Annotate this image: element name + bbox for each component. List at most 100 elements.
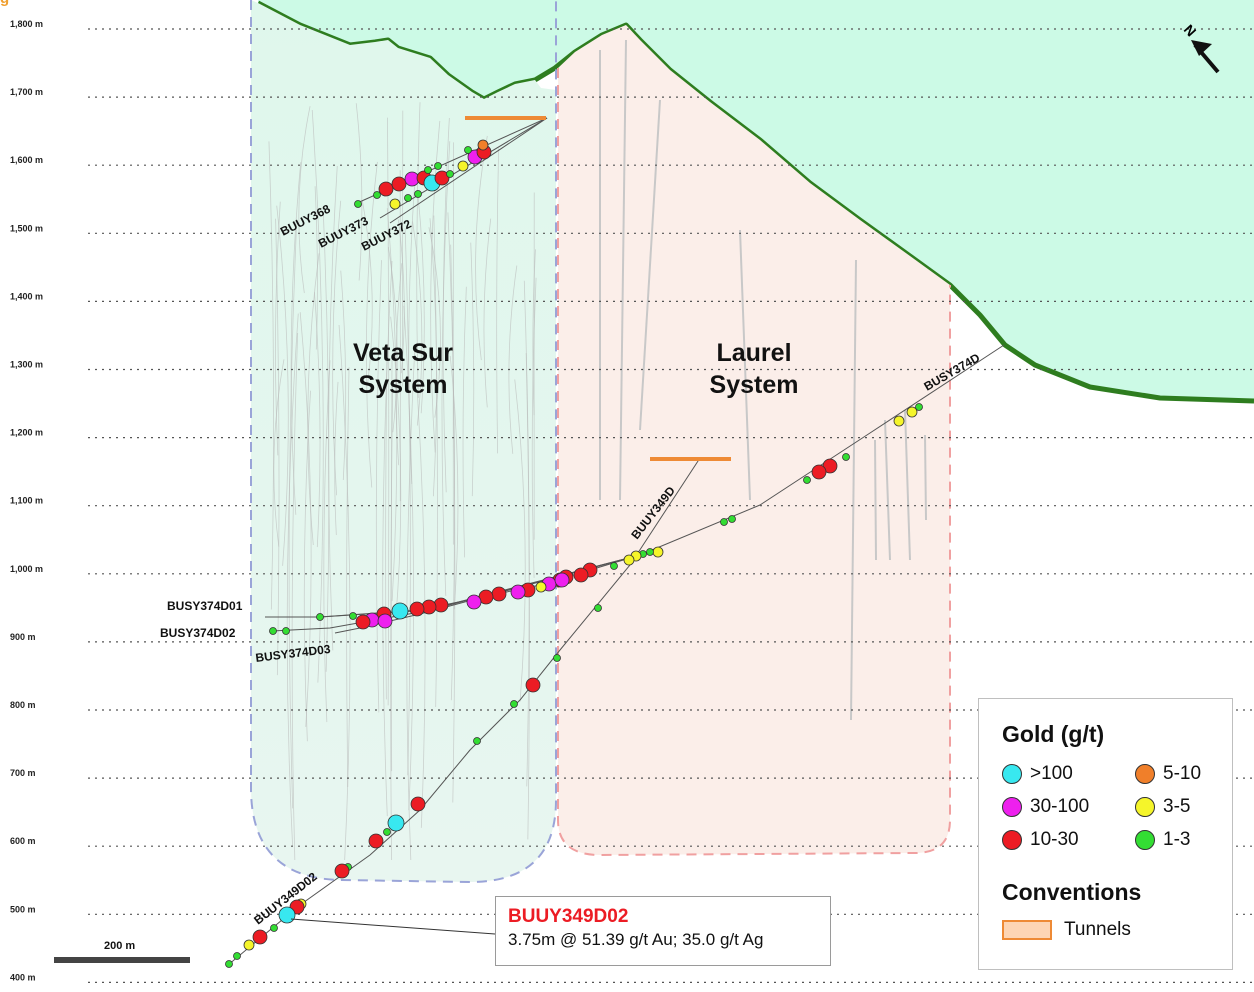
legend-label: 5-10 (1163, 763, 1201, 785)
assay-point (355, 201, 362, 208)
assay-point (271, 925, 278, 932)
legend-tunnels-label: Tunnels (1064, 919, 1131, 941)
legend-label: 10-30 (1030, 829, 1079, 851)
veta-sur-title-line1: Veta Sur (353, 339, 453, 367)
header-text: g (0, 0, 9, 7)
legend: Gold (g/t) >100 5-10 30-100 3-5 10-30 1-… (978, 698, 1233, 970)
elevation-label: 1,100 m (10, 496, 43, 506)
assay-point (435, 163, 442, 170)
scale-label: 200 m (104, 940, 135, 952)
scale-bar (54, 957, 190, 963)
elevation-label: 700 m (10, 768, 36, 778)
assay-point (721, 519, 728, 526)
hole-label-busy374d01: BUSY374D01 (167, 599, 243, 613)
legend-label: 30-100 (1030, 796, 1089, 818)
legend-gold-title: Gold (g/t) (1002, 721, 1104, 748)
assay-point (804, 477, 811, 484)
elevation-label: 1,800 m (10, 19, 43, 29)
assay-point (894, 416, 904, 426)
assay-point (595, 605, 602, 612)
assay-point (511, 701, 518, 708)
assay-point (907, 407, 917, 417)
legend-item: 3-5 (1135, 796, 1190, 818)
assay-point (369, 834, 383, 848)
assay-point (234, 953, 241, 960)
assay-callout: BUUY349D02 3.75m @ 51.39 g/t Au; 35.0 g/… (495, 896, 831, 966)
veta-sur-zone (251, 0, 556, 882)
assay-point (374, 192, 381, 199)
legend-swatch (1135, 764, 1155, 784)
assay-point (729, 516, 736, 523)
legend-swatch (1002, 830, 1022, 850)
assay-point (492, 587, 506, 601)
legend-item: 1-3 (1135, 829, 1190, 851)
assay-point (478, 140, 488, 150)
assay-point (378, 614, 392, 628)
elevation-label: 1,200 m (10, 428, 43, 438)
callout-text: 3.75m @ 51.39 g/t Au; 35.0 g/t Ag (508, 930, 830, 950)
laurel-title-line2: System (710, 371, 799, 399)
elevation-label: 500 m (10, 904, 36, 914)
legend-swatch (1135, 797, 1155, 817)
assay-point (425, 167, 432, 174)
tunnel-swatch (1002, 920, 1052, 940)
assay-point (384, 829, 391, 836)
assay-point (356, 615, 370, 629)
assay-point (843, 454, 850, 461)
legend-item: 30-100 (1002, 796, 1089, 818)
laurel-title-line1: Laurel (716, 339, 791, 367)
assay-point (574, 568, 588, 582)
assay-point (253, 930, 267, 944)
legend-item: 5-10 (1135, 763, 1201, 785)
elevation-label: 800 m (10, 700, 36, 710)
assay-point (611, 563, 618, 570)
assay-point (405, 195, 412, 202)
callout-leader (291, 919, 495, 934)
assay-point (283, 628, 290, 635)
elevation-label: 1,000 m (10, 564, 43, 574)
vein-trace (925, 435, 926, 520)
assay-point (474, 738, 481, 745)
legend-label: 3-5 (1163, 796, 1190, 818)
legend-conventions-title: Conventions (1002, 879, 1141, 906)
assay-point (317, 614, 324, 621)
assay-point (555, 573, 569, 587)
assay-point (411, 797, 425, 811)
assay-point (458, 161, 468, 171)
assay-point (270, 628, 277, 635)
assay-point (465, 147, 472, 154)
elevation-label: 400 m (10, 972, 36, 982)
elevation-label: 900 m (10, 632, 36, 642)
assay-point (647, 549, 654, 556)
legend-item: 10-30 (1002, 829, 1079, 851)
assay-point (624, 555, 634, 565)
assay-point (226, 961, 233, 968)
assay-point (390, 199, 400, 209)
hole-label-busy374d02: BUSY374D02 (160, 626, 236, 640)
assay-point (526, 678, 540, 692)
callout-title: BUUY349D02 (508, 906, 830, 928)
legend-swatch (1002, 764, 1022, 784)
assay-point (511, 585, 525, 599)
assay-point (392, 177, 406, 191)
legend-swatch (1002, 797, 1022, 817)
elevation-label: 1,300 m (10, 360, 43, 370)
assay-point (415, 191, 422, 198)
assay-point (379, 182, 393, 196)
legend-label: 1-3 (1163, 829, 1190, 851)
assay-point (350, 613, 357, 620)
legend-label: >100 (1030, 763, 1073, 785)
assay-point (244, 940, 254, 950)
legend-tunnels-item: Tunnels (1002, 919, 1131, 941)
assay-point (536, 582, 546, 592)
assay-point (335, 864, 349, 878)
assay-point (554, 655, 561, 662)
assay-point (653, 547, 663, 557)
elevation-label: 1,700 m (10, 87, 43, 97)
elevation-label: 1,400 m (10, 291, 43, 301)
elevation-label: 600 m (10, 836, 36, 846)
vein-trace (875, 440, 876, 560)
assay-point (410, 602, 424, 616)
assay-point (812, 465, 826, 479)
